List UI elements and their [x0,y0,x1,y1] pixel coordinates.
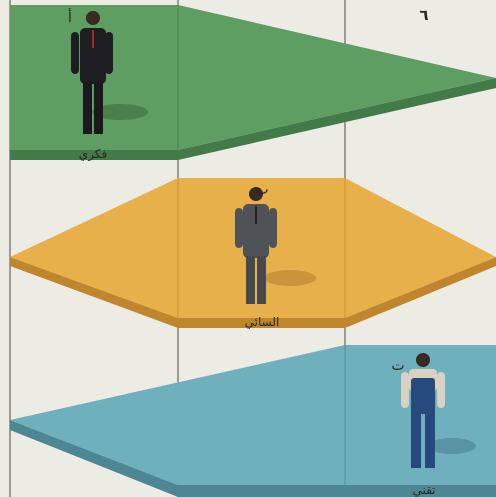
figure-a-head [86,11,100,25]
figure-b-arm-right [269,208,277,248]
panel-a: أ فكري [10,5,496,162]
figure-c-arm-right [437,372,445,408]
figure-c-shadow [428,438,476,454]
figure-c-overalls [411,378,435,414]
figure-c-arm-left [401,372,409,408]
figure-a-leg-left [83,82,92,134]
figure-a-arm-left [71,32,79,74]
figure-c-head [416,353,430,367]
panel-b: ب السائي [10,178,496,329]
figure-a-arm-right [105,32,113,74]
figure-b-shadow [264,270,316,286]
page-number: ٦ [419,6,428,24]
panel-a-caption: فكري [79,147,107,162]
figure-c-leg-left [411,412,421,468]
figure-b-leg-right [257,256,266,304]
panel-c: ت تقني [10,345,496,497]
figure-b-arm-left [235,208,243,248]
panel-a-letter: أ [68,8,72,26]
panel-b-letter: ب [255,182,268,198]
figure-a-leg-right [94,82,103,134]
figure-b-leg-left [246,256,255,304]
panel-b-caption: السائي [245,315,280,329]
figure-c-leg-right [425,412,435,468]
panel-c-letter: ت [391,358,404,374]
panel-c-caption: تقني [412,483,435,497]
